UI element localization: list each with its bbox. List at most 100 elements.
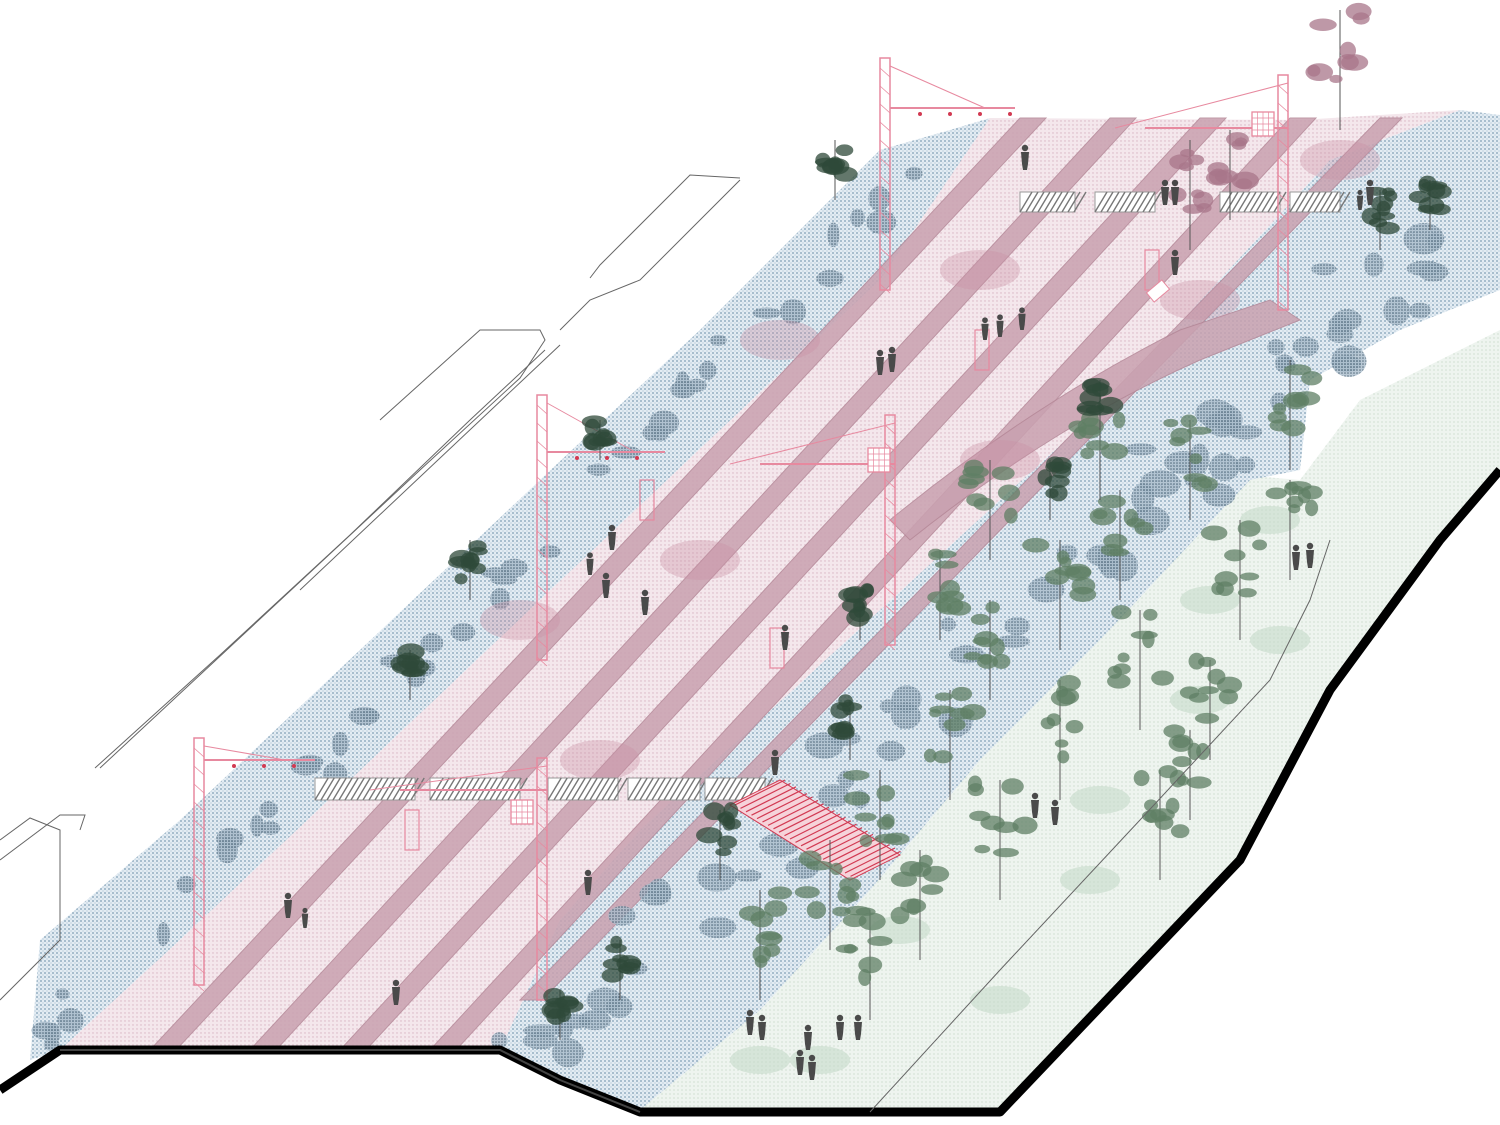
shrub-icon	[522, 1032, 558, 1050]
tree-icon	[1037, 456, 1072, 520]
lawn-patch	[1070, 786, 1130, 814]
shrub-icon	[699, 916, 737, 939]
person-icon	[284, 892, 292, 918]
signal-box-icon	[510, 799, 534, 825]
bench	[1145, 279, 1171, 303]
shrub-icon	[1363, 252, 1384, 277]
planting-patch	[480, 600, 560, 640]
shrub-icon	[1311, 262, 1337, 276]
person-icon	[1171, 249, 1179, 275]
road-curb	[0, 814, 86, 861]
shrub-icon	[817, 784, 850, 808]
shrub-icon	[608, 905, 636, 926]
vegetation-layer	[31, 140, 1449, 1068]
road-curb	[99, 329, 546, 769]
person-icon	[758, 1014, 766, 1040]
shrub-icon	[850, 208, 865, 227]
tree-icon	[794, 840, 862, 950]
lawn-patch	[1250, 626, 1310, 654]
shrub-icon	[216, 837, 238, 864]
person-icon	[796, 1049, 804, 1075]
person-icon	[1031, 792, 1039, 818]
shrub-icon	[827, 222, 840, 248]
person-icon	[301, 907, 309, 928]
shrub-icon	[816, 270, 844, 287]
crosswalk-icon	[1094, 191, 1162, 213]
lawn-edge-line	[869, 539, 1331, 1113]
person-icon	[1306, 542, 1314, 568]
person-icon	[1021, 144, 1029, 170]
shrub-icon	[996, 634, 1031, 648]
shrub-icon	[876, 741, 906, 761]
road-lane-line	[94, 349, 546, 769]
shrub-icon	[176, 876, 196, 893]
shrub-icon	[642, 424, 660, 441]
shrub-icon	[1426, 232, 1443, 250]
shrub-icon	[57, 1008, 84, 1033]
shrub-icon	[1409, 302, 1431, 319]
person-icon	[1356, 189, 1364, 210]
person-icon	[602, 572, 610, 598]
shrub-icon	[879, 699, 896, 714]
tree-icon	[581, 415, 618, 460]
tree-icon	[814, 140, 858, 200]
tree-icon	[923, 686, 987, 800]
tree-icon	[601, 935, 642, 1000]
tree-icon	[738, 886, 793, 1000]
shrub-icon	[866, 209, 897, 235]
shrub-icon	[686, 378, 707, 392]
tree-icon	[390, 643, 430, 700]
person-icon	[1018, 307, 1026, 330]
shrub-icon	[1131, 483, 1155, 513]
lawn-patch	[970, 986, 1030, 1014]
base-inner-line	[60, 1049, 641, 1113]
tree-icon	[1133, 765, 1190, 880]
shrub-icon	[1235, 456, 1256, 474]
shrub-icon	[538, 545, 561, 559]
planting-patch	[1160, 280, 1240, 320]
catenary-gantries	[193, 57, 1289, 1001]
shrub-icon	[891, 685, 922, 713]
shrub-icon	[1124, 443, 1157, 456]
lawn-patch	[730, 1046, 790, 1074]
shrub-icon	[490, 574, 518, 586]
shrub-icon	[697, 863, 737, 892]
shrub-icon	[1267, 339, 1285, 356]
catenary-gantry-icon	[536, 394, 665, 667]
crosswalk-icon	[1219, 191, 1287, 213]
tree-icon	[957, 459, 1021, 560]
tree-icon	[1205, 130, 1259, 220]
shrub-icon	[780, 299, 806, 325]
tree-icon	[842, 770, 910, 880]
shrub-icon	[1292, 336, 1319, 357]
person-icon	[876, 349, 884, 375]
person-icon	[1292, 544, 1300, 570]
person-icon	[584, 869, 592, 895]
tree-icon	[838, 583, 875, 640]
tree-icon	[447, 540, 488, 600]
shrub-icon	[1406, 260, 1444, 277]
person-icon	[771, 749, 779, 775]
shrub-icon	[156, 922, 170, 947]
shrub-icon	[905, 166, 923, 181]
crosswalk-icon	[547, 777, 628, 801]
tree-icon	[890, 850, 950, 960]
platform-shelter	[639, 479, 655, 521]
person-icon	[781, 624, 789, 650]
signal-box-icon	[1251, 111, 1275, 137]
person-icon	[981, 317, 989, 340]
shrub-icon	[331, 731, 349, 757]
tree-icon	[927, 548, 972, 640]
tree-icon	[541, 987, 584, 1040]
crosswalk-icon	[1289, 191, 1351, 213]
person-icon	[746, 1009, 754, 1035]
crosswalk-icon	[627, 777, 708, 801]
shrub-icon	[490, 588, 511, 610]
tree-icon	[1408, 175, 1452, 230]
tree-icon	[1200, 520, 1268, 640]
catenary-gantry-icon	[193, 737, 315, 992]
tree-icon	[827, 694, 863, 760]
person-icon	[888, 346, 896, 372]
red-timber-deck	[728, 779, 902, 881]
